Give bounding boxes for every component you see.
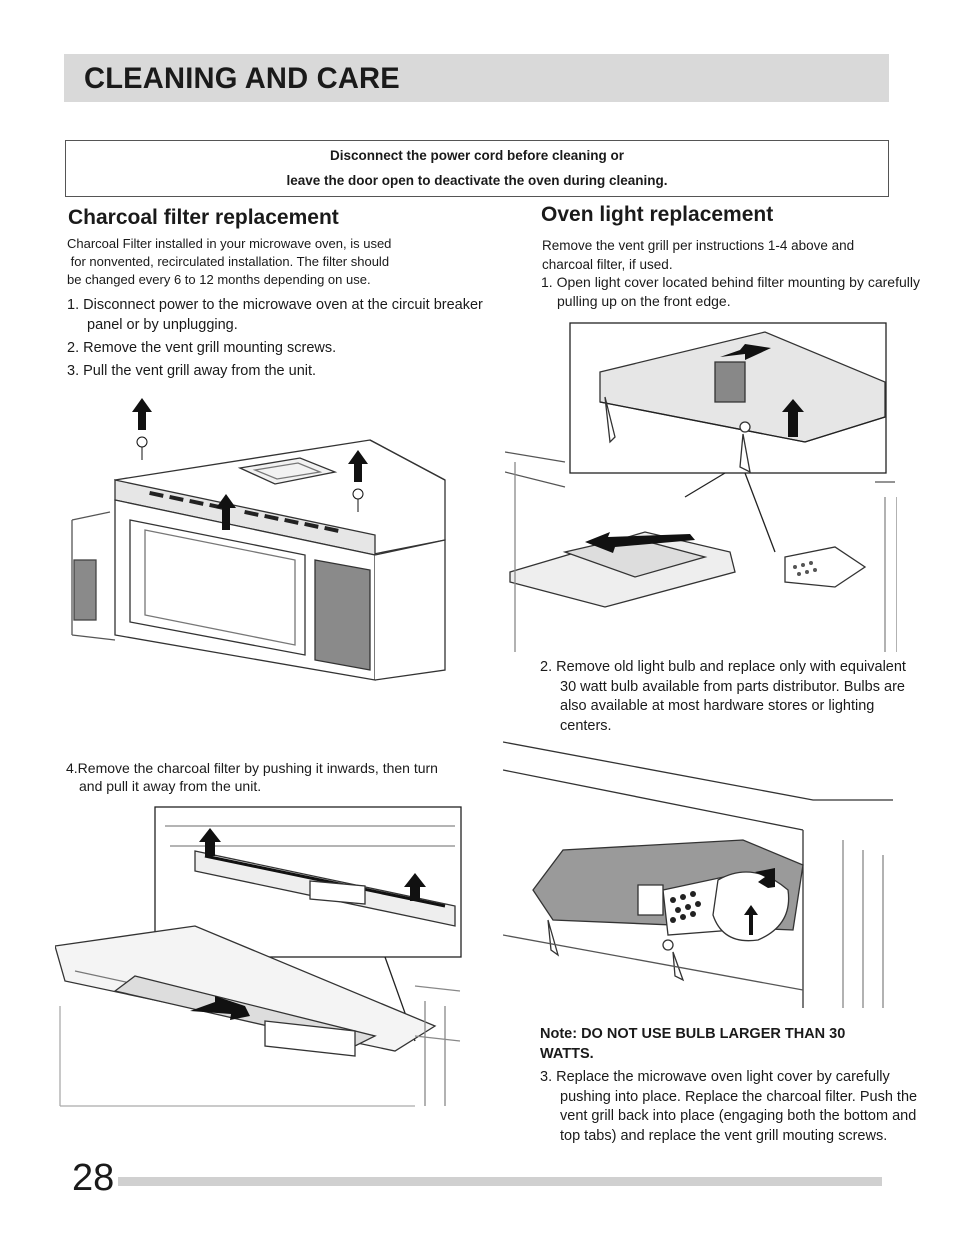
oven-light-step-2: 2. Remove old light bulb and replace onl… (540, 659, 906, 734)
light-cover-illustration (505, 322, 897, 652)
oven-light-step-1: 1. Open light cover located behind filte… (541, 274, 920, 309)
charcoal-step-3: 3. Pull the vent grill away from the uni… (67, 363, 317, 379)
section-title: CLEANING AND CARE (84, 62, 400, 95)
section-header-band: CLEANING AND CARE (64, 54, 889, 102)
charcoal-intro: Charcoal Filter installed in your microw… (67, 235, 467, 289)
bulb-wattage-note: Note: DO NOT USE BULB LARGER THAN 30 WAT… (540, 1026, 846, 1062)
charcoal-heading: Charcoal filter replacement (68, 206, 339, 229)
charcoal-step-4: 4.Remove the charcoal filter by pushing … (66, 760, 438, 794)
charcoal-step-1: 1. Disconnect power to the microwave ove… (67, 297, 483, 333)
footer-bar (118, 1177, 882, 1186)
charcoal-step-2: 2. Remove the vent grill mounting screws… (67, 340, 337, 356)
warning-line-2: leave the door open to deactivate the ov… (286, 173, 668, 188)
charcoal-intro-line: be changed every 6 to 12 months dependin… (67, 272, 371, 287)
bulb-replacement-illustration (503, 740, 895, 1008)
oven-light-intro: Remove the vent grill per instructions 1… (542, 236, 912, 274)
charcoal-intro-line: for nonvented, recirculated installation… (67, 254, 390, 269)
oven-light-intro-line: Remove the vent grill per instructions 1… (542, 238, 855, 253)
oven-light-heading: Oven light replacement (541, 203, 774, 226)
charcoal-intro-line: Charcoal Filter installed in your microw… (67, 236, 392, 251)
microwave-vent-grill-illustration (70, 390, 460, 690)
page-number: 28 (72, 1157, 115, 1199)
charcoal-filter-removal-illustration (55, 806, 463, 1116)
warning-box: Disconnect the power cord before cleanin… (65, 140, 889, 197)
oven-light-step-3: 3. Replace the microwave oven light cove… (540, 1069, 918, 1144)
oven-light-intro-line: charcoal filter, if used. (542, 257, 673, 272)
warning-line-1: Disconnect the power cord before cleanin… (329, 148, 625, 163)
